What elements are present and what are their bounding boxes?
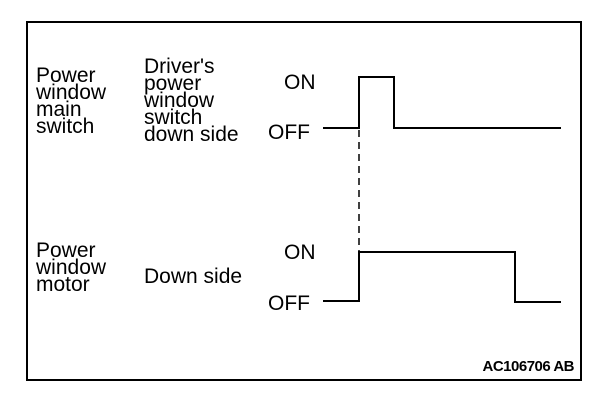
signal-label-down-side: Down side [144,265,243,288]
component-label-motor: Power window motor [36,239,107,296]
component-label-main-switch: Power window main switch [36,64,107,138]
on-label-main-switch: ON [284,71,316,94]
waveform-main-switch [323,76,561,129]
on-label-motor: ON [284,241,316,264]
waveform-motor [323,251,561,303]
signal-label-driver-switch-down: Driver's power window switch down side [144,55,239,146]
diagram-frame: Power window main switch Driver's power … [26,21,582,381]
off-label-motor: OFF [268,292,310,315]
figure-id: AC106706 AB [482,358,575,375]
timing-waveforms [323,76,561,303]
off-label-main-switch: OFF [268,121,310,144]
